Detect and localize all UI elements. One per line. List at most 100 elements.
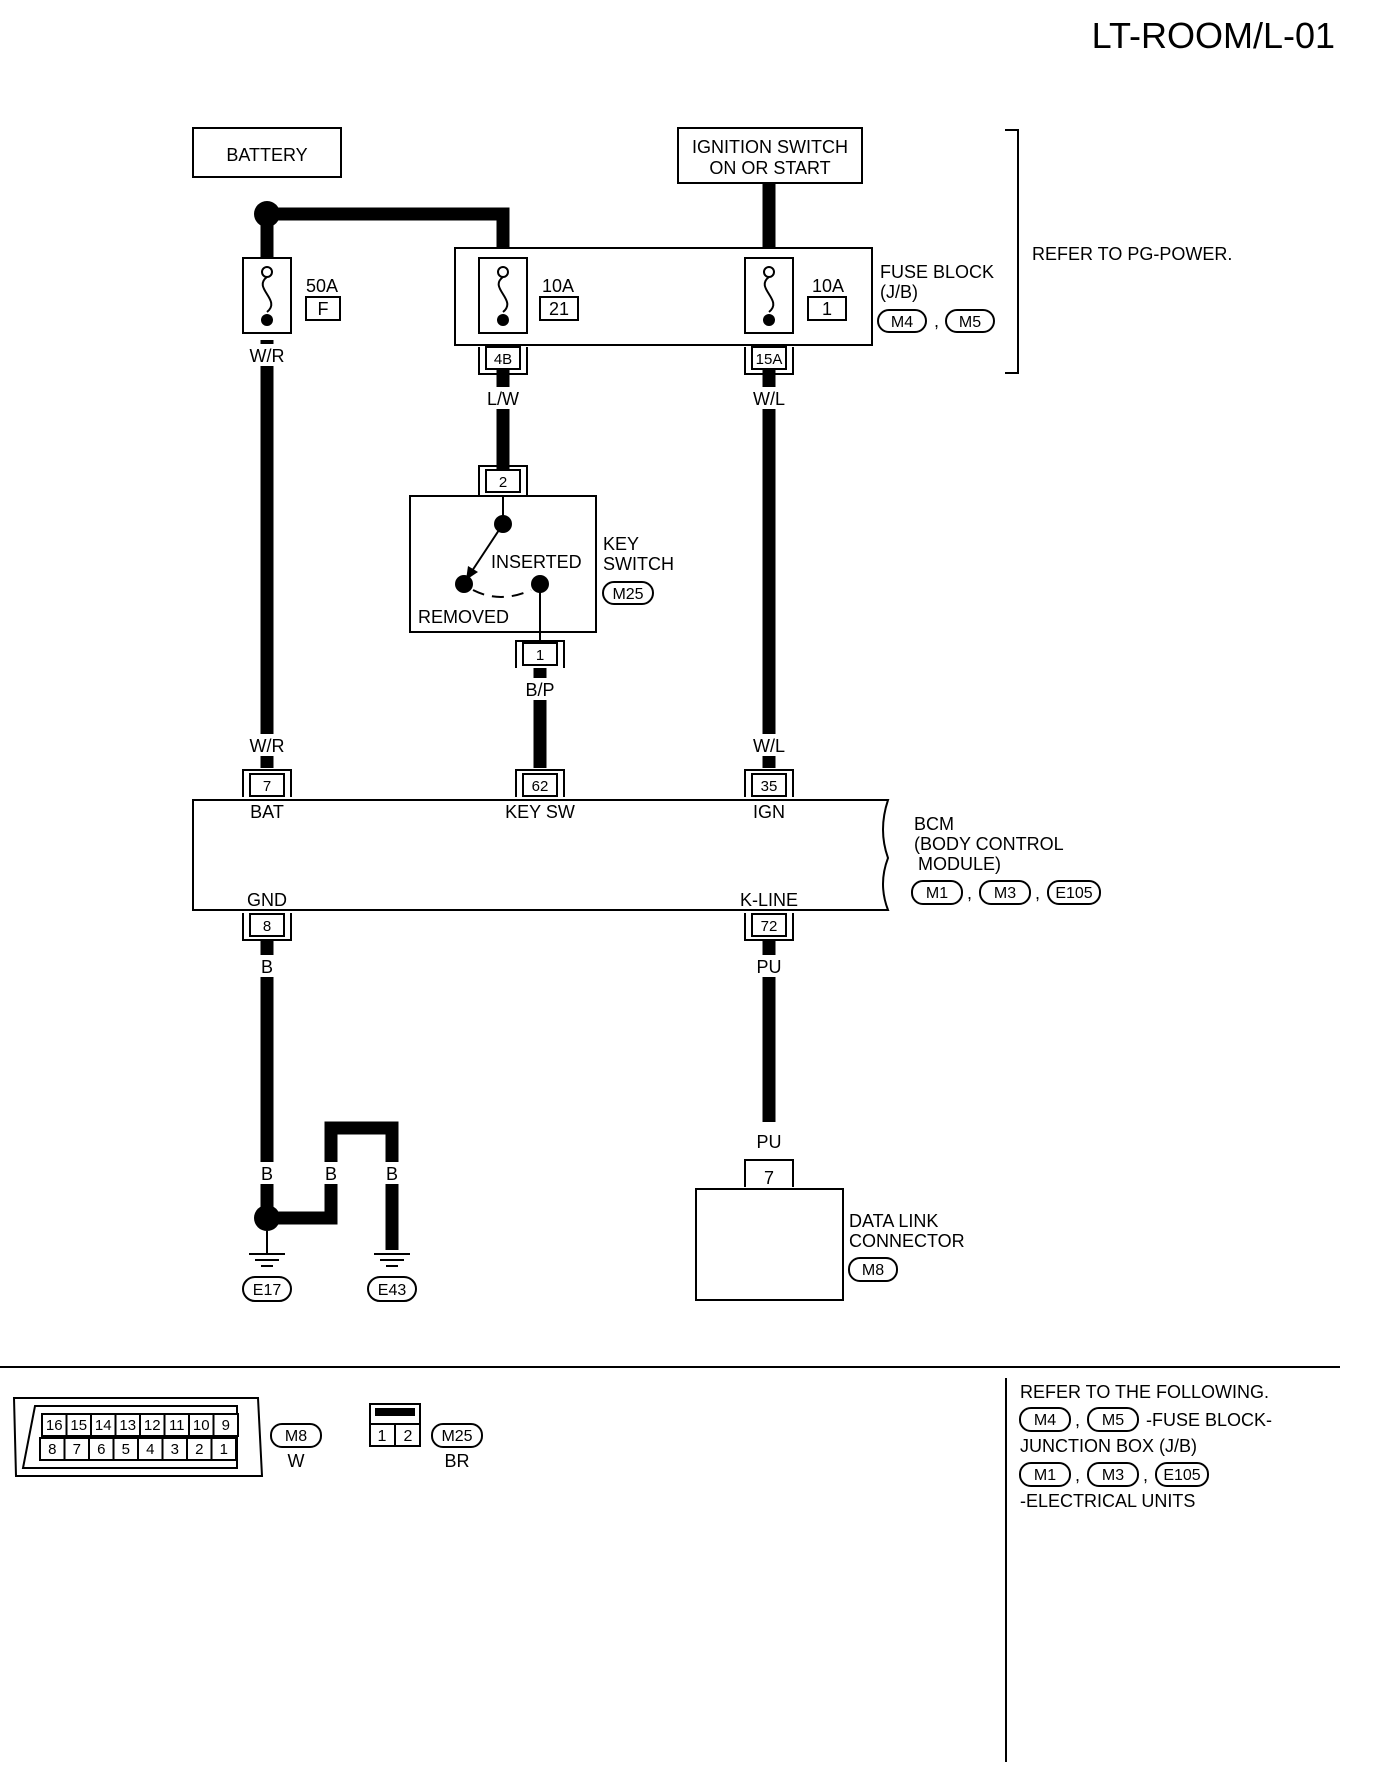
ignition-label-1: IGNITION SWITCH [692,137,848,157]
refer-m5: M5 [1102,1412,1124,1429]
key-switch-lever [469,523,504,575]
pin-15a-box [751,346,787,370]
bcm-pin72-box [751,913,787,937]
refer-following: REFER TO THE FOLLOWING. M4 , M5 -FUSE BL… [1019,1382,1272,1511]
m25-color: BR [444,1451,469,1471]
bcm-pin72-bracket [744,913,794,941]
m8-pin-number: 1 [220,1441,228,1458]
key-switch-dash [472,589,532,598]
fuse-block-conn-m4-label: M4 [891,314,913,331]
bcm-conn-m1 [911,880,963,905]
m8-pin-number: 9 [222,1417,230,1434]
fuse-1-terminal-bottom [763,314,775,326]
b2-bg [316,1162,346,1184]
m25-lock-tab [375,1408,415,1416]
key-switch-pin1: 1 [536,647,544,664]
pin-4b-connector: 4B [478,346,528,375]
fuse-1-num: 1 [822,299,832,319]
fuse-1-num-box [807,296,847,321]
dlc-box [695,1188,844,1301]
dlc-name-1: DATA LINK [849,1211,938,1231]
pu-bottom-bg [752,1131,786,1153]
refer-m3-oval [1087,1462,1139,1487]
bp-bg [518,678,562,700]
refer-m4-oval [1019,1407,1071,1432]
key-switch-conn-m25 [602,581,654,605]
bcm: 7 BAT 62 KEY SW 35 IGN GND 8 K-LINE 72 B… [192,769,1101,941]
m25-id: M25 [441,1428,472,1445]
m8-pin-number: 8 [48,1441,56,1458]
e17-to-e43-wire [267,1121,399,1250]
fuse-21: 10A 21 [478,257,579,334]
bcm-pin8-box [249,913,285,937]
fuse-1: 10A 1 [744,257,847,334]
bcm-pin72-label: K-LINE [740,890,798,910]
fuse-f-num-box [305,296,341,321]
fuse-21-amp: 10A [542,276,574,296]
refer-e105: E105 [1163,1467,1200,1484]
key-switch-pin2-bracket [478,465,528,495]
pin-4b-label: 4B [494,351,512,368]
fuse-f-terminal-bottom [261,314,273,326]
ground-e43-label: E43 [378,1282,407,1299]
dlc-conn-m8 [848,1257,898,1282]
m8-pin-cell [210,1437,237,1461]
refer-pg-power: REFER TO PG-POWER. [1032,244,1232,264]
fuse-block-conn-m5 [945,309,995,333]
bcm-pin7-label: BAT [250,802,284,822]
fuse-1-element [763,276,775,313]
fuse-f-amp: 50A [306,276,338,296]
pin-15a-connector: 15A [744,346,794,375]
m25-connector-face: 1 2 M25 BR [369,1403,483,1471]
bcm-pin35: 35 [761,778,778,795]
dlc-name-2: CONNECTOR [849,1231,965,1251]
wire-b3: B [386,1164,398,1184]
key-switch-removed-contact [455,575,473,593]
battery-splice-dot [254,201,280,227]
bcm-name-3: MODULE) [918,854,1001,874]
key-switch-removed: REMOVED [418,607,509,627]
refer-heading: REFER TO THE FOLLOWING. [1020,1382,1269,1402]
ground-e43: E43 [367,1253,417,1302]
m8-pin-number: 15 [70,1417,87,1434]
bcm-pin7-bracket [242,769,292,797]
fuse-f: 50A F [242,257,341,334]
m8-pin-number: 11 [169,1417,185,1434]
m8-pin-number: 4 [146,1441,154,1458]
m8-id: M8 [285,1428,307,1445]
key-switch: 2 INSERTED REMOVED 1 KEY SWITCH M25 [409,465,674,668]
m8-pin-number: 7 [73,1441,81,1458]
bcm-name-1: BCM [914,814,954,834]
wire-b-gnd: B [261,957,273,977]
bcm-pin8-label: GND [247,890,287,910]
bcm-pin8-bracket [242,913,292,941]
ground-e43-symbol [374,1253,410,1267]
m8-pin-number: 16 [46,1417,63,1434]
b-gnd-bg [250,955,284,977]
bcm-pin62-label: KEY SW [505,802,575,822]
pin-4b-bracket [478,347,528,375]
lw-bg [481,387,525,409]
fuse-21-num: 21 [549,299,569,319]
bcm-pin35-label: IGN [753,802,785,822]
bcm-pin62-bracket [515,769,565,797]
wires [260,183,776,1250]
ground-e17-label: E17 [253,1282,282,1299]
wr-bottom-bg [245,734,289,756]
bcm-pin35-box [751,773,787,797]
pu-top-bg [752,955,786,977]
fuse-21-element [497,276,509,313]
bcm-box [192,799,890,911]
fuse-21-num-box [539,296,579,321]
bcm-pin62: 62 [532,778,549,795]
refer-units-label: -ELECTRICAL UNITS [1020,1491,1195,1511]
fuse-block-conn-sep: , [934,311,939,331]
bcm-conn-sep-1: , [967,883,972,903]
refer-m1: M1 [1034,1467,1056,1484]
dlc-conn-label: M8 [862,1262,884,1279]
ground-e17-symbol [249,1253,285,1267]
ground-e43-oval [367,1276,417,1302]
